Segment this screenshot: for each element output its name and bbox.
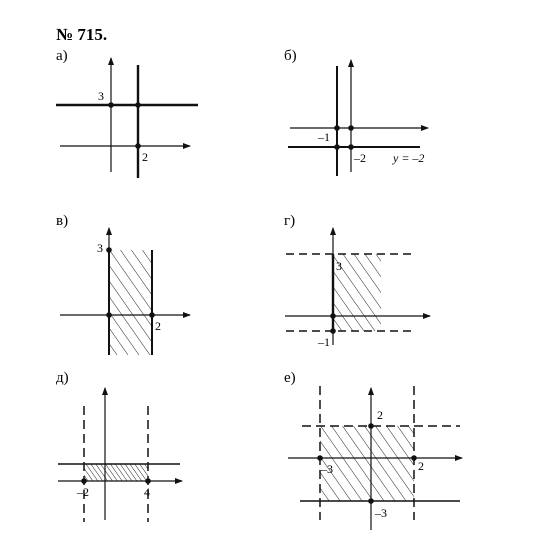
panel-b: б) –1 –2 y = –2: [284, 48, 429, 176]
panel-e-label: е): [284, 370, 296, 386]
panel-a-point: [135, 143, 141, 149]
panel-e-tick-y-minus3: –3: [374, 506, 387, 520]
panel-g-point: [330, 313, 336, 319]
panel-a-tick-2: 2: [142, 150, 148, 164]
panel-e: е) 2 –3 2 –3: [284, 370, 463, 530]
panel-b-equation: y = –2: [392, 151, 424, 165]
panel-a-point: [135, 102, 141, 108]
panel-b-point: [348, 125, 354, 131]
panel-g-point: [330, 328, 336, 334]
panel-v: в) 3 2: [56, 213, 191, 355]
panel-a-label: а): [56, 48, 68, 64]
panel-g-tick-3: 3: [336, 259, 342, 273]
panel-b-tick-minus1: –1: [317, 130, 330, 144]
panel-d-point: [81, 478, 87, 484]
panel-d: д) –2 4: [56, 370, 183, 522]
panel-d-tick-4: 4: [144, 485, 150, 499]
panel-b-point: [348, 144, 354, 150]
panel-v-hatched-strip: [109, 250, 152, 355]
panel-v-point: [149, 312, 155, 318]
panel-v-tick-3: 3: [97, 241, 103, 255]
panel-b-tick-minus2: –2: [353, 151, 366, 165]
panel-b-point: [334, 144, 340, 150]
panel-g-tick-minus1: –1: [317, 335, 330, 349]
panel-e-point: [368, 423, 374, 429]
panel-d-hatched-region: [84, 464, 148, 481]
panel-e-point: [368, 498, 374, 504]
panel-v-point: [106, 312, 112, 318]
panel-b-point: [334, 125, 340, 131]
panel-e-tick-x-minus3: –3: [320, 462, 333, 476]
panel-v-label: в): [56, 213, 68, 229]
panel-d-label: д): [56, 370, 69, 386]
panel-e-tick-y2: 2: [377, 408, 383, 422]
panel-d-tick-minus2: –2: [76, 485, 89, 499]
panel-v-tick-2: 2: [155, 319, 161, 333]
panel-a-tick-3: 3: [98, 89, 104, 103]
panel-g-label: г): [284, 213, 295, 229]
problem-title: № 715.: [56, 25, 107, 44]
panel-e-point: [411, 455, 417, 461]
panel-g: г) 3 –1: [284, 213, 431, 349]
panel-g-hatched-region: [333, 254, 381, 331]
panel-e-tick-x2: 2: [418, 459, 424, 473]
panel-d-point: [145, 478, 151, 484]
panel-e-point: [317, 455, 323, 461]
panel-v-point: [106, 247, 112, 253]
panel-e-hatched-region: [320, 426, 414, 501]
panel-b-label: б): [284, 48, 297, 64]
panel-a: а) 3 2: [56, 48, 198, 178]
panel-a-point: [108, 102, 114, 108]
